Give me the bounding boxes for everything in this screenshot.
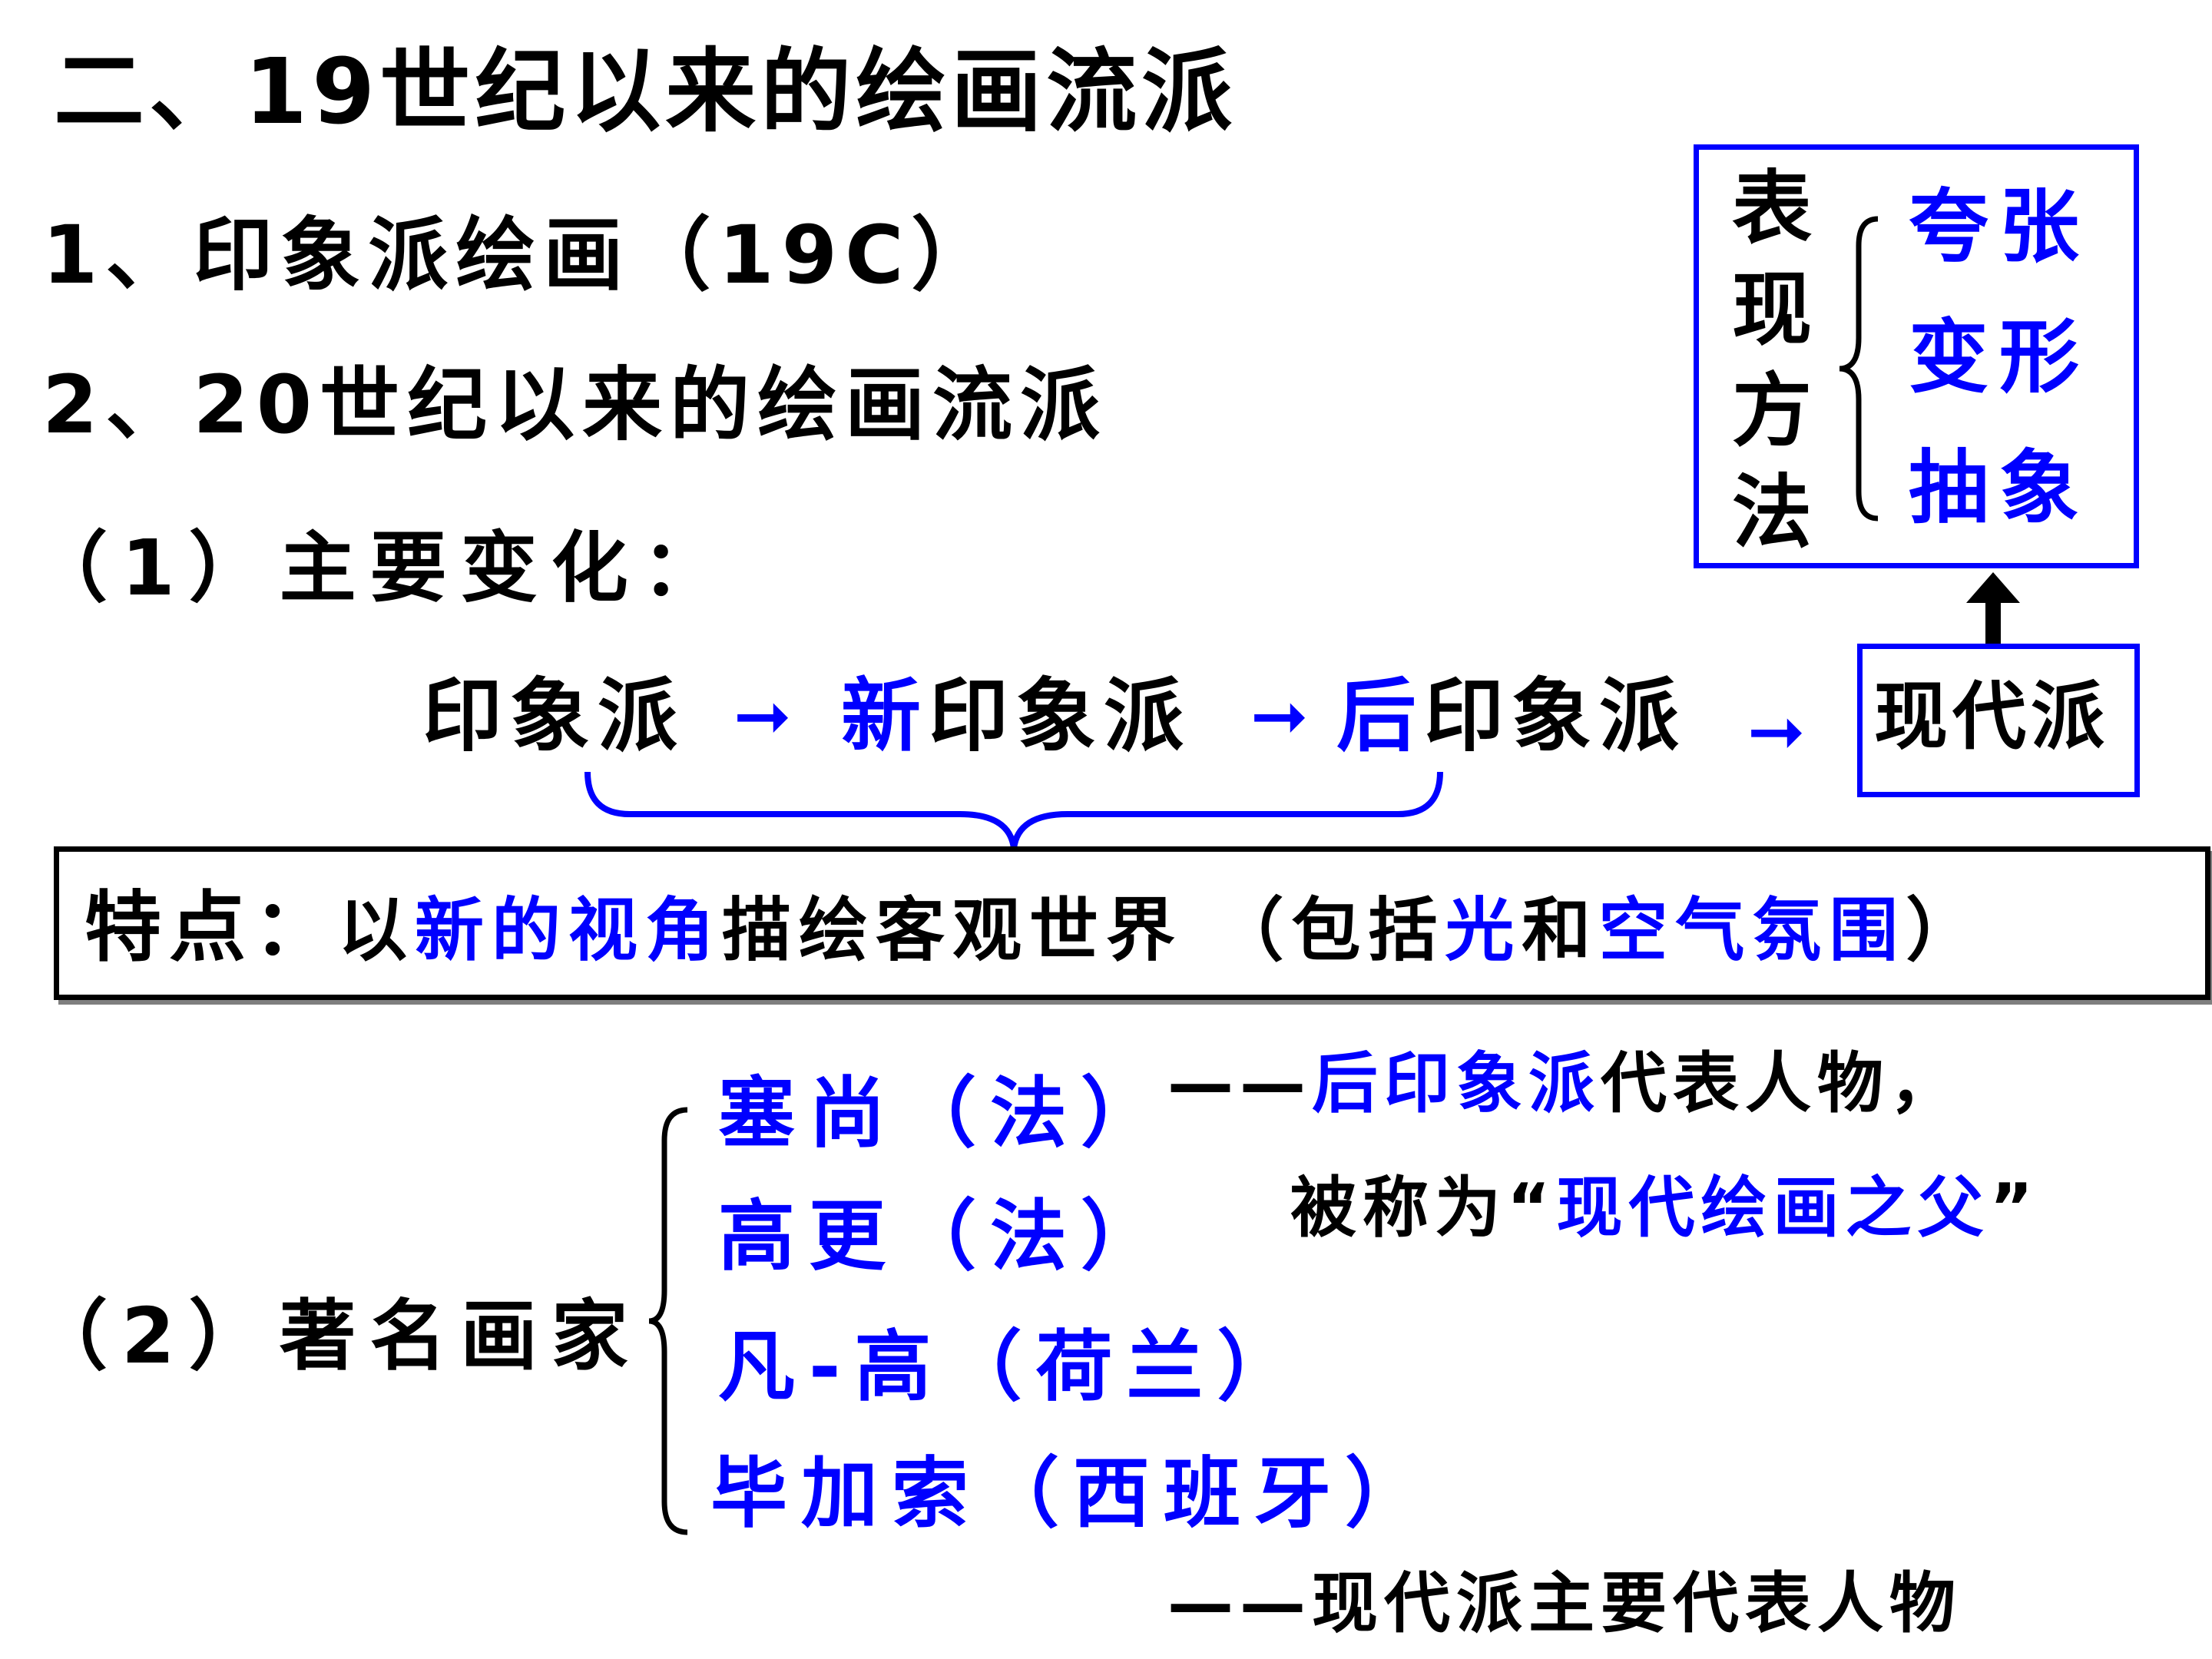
feature-part: 光	[1445, 890, 1522, 971]
cezanne-note-line2: 被称为“现代绘画之父”	[1290, 1175, 2039, 1241]
method-item: 抽象	[1909, 441, 2091, 535]
feature-part: 空气氛围	[1598, 890, 1906, 971]
flow-post-impressionism: 后印象派	[1336, 676, 1687, 756]
flow-post-prefix: 后	[1336, 669, 1425, 763]
methods-label-char: 表	[1732, 161, 1813, 255]
right-arrow-icon: ➞	[733, 676, 792, 757]
changes-heading: （1）主要变化：	[31, 523, 733, 613]
painter-item: 毕加索（西班牙）	[710, 1449, 1435, 1538]
feature-part: 以	[338, 890, 415, 971]
methods-list: 夸张 变形 抽象	[1909, 161, 2090, 553]
methods-box	[1694, 144, 2139, 568]
flow-post-rest: 印象派	[1424, 669, 1687, 763]
methods-label-char: 现	[1732, 263, 1813, 356]
right-arrow-icon: ➞	[1747, 691, 1806, 772]
feature-part: 新的视角	[415, 890, 722, 971]
page-title: 二、19世纪以来的绘画流派	[54, 38, 1237, 144]
group-brace-icon	[584, 771, 1443, 849]
flow-neo-prefix: 新	[841, 669, 929, 763]
note-blue: 后印象派	[1312, 1045, 1601, 1122]
modernism-box	[1857, 644, 2140, 797]
methods-label: 表 现 方 法	[1732, 157, 1812, 563]
feature-text: 特点：以新的视角描绘客观世界 （包括光和空气氛围）	[84, 889, 1982, 966]
painter-item: 塞尚（法）	[718, 1068, 1171, 1158]
flow-impressionism: 印象派	[422, 669, 686, 763]
methods-label-char: 法	[1732, 465, 1813, 559]
flow-neo-rest: 印象派	[929, 669, 1192, 763]
painters-brace-icon	[648, 1107, 688, 1535]
feature-label: 特点：	[84, 882, 338, 972]
note-dash: ——	[1167, 1045, 1312, 1122]
cezanne-note-line1: ——后印象派代表人物，	[1167, 1051, 1962, 1117]
feature-part: ）	[1906, 890, 1983, 971]
flow-modernism: 现代派	[1874, 674, 2109, 760]
method-item: 变形	[1909, 310, 2091, 404]
right-arrow-icon: ➞	[1250, 676, 1309, 757]
note-prefix: 被称为“	[1290, 1170, 1557, 1247]
painter-item: 高更（法）	[718, 1191, 1171, 1281]
feature-box	[54, 846, 2210, 1000]
methods-brace-icon	[1839, 216, 1879, 522]
note-suffix: ”	[1989, 1170, 2040, 1247]
outline-item-1: 1、印象派绘画（19C）	[42, 208, 999, 302]
note-black: 代表人物，	[1601, 1045, 1962, 1122]
modernism-note: ——现代派主要代表人物	[1167, 1565, 1962, 1642]
up-arrow-icon	[1966, 572, 2020, 649]
methods-label-char: 方	[1732, 364, 1813, 458]
note-blue: 现代绘画之父	[1556, 1170, 1990, 1247]
method-item: 夸张	[1909, 180, 2091, 273]
flow-neo-impressionism: 新印象派	[841, 676, 1191, 756]
painter-item: 凡-高（荷兰）	[718, 1322, 1308, 1412]
painters-heading: （2）著名画家	[31, 1291, 642, 1381]
feature-part: 描绘客观世界 （包括	[722, 890, 1445, 971]
outline-item-2: 2、20世纪以来的绘画流派	[42, 358, 1108, 452]
feature-part: 和	[1522, 890, 1599, 971]
